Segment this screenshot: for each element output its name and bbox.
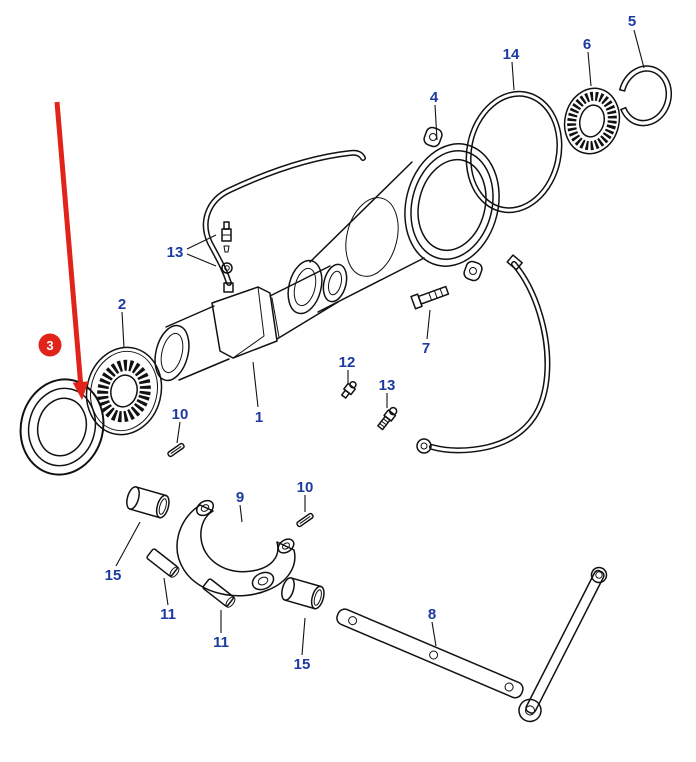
part-10-pin-right bbox=[296, 512, 314, 528]
part-11-pin-left bbox=[146, 548, 180, 578]
hydraulic-hose-upper bbox=[202, 149, 366, 286]
callout-9[interactable]: 9 bbox=[236, 489, 244, 506]
callout-10-right[interactable]: 10 bbox=[297, 479, 314, 496]
callout-12[interactable]: 12 bbox=[339, 354, 356, 371]
part-15-bushing-left bbox=[126, 486, 170, 519]
hydraulic-hose-lower bbox=[416, 254, 551, 454]
callout-15-right[interactable]: 15 bbox=[294, 656, 311, 673]
callout-11-left[interactable]: 11 bbox=[160, 606, 176, 623]
callout-6[interactable]: 6 bbox=[583, 36, 591, 53]
part-3-seal-ring bbox=[19, 378, 105, 476]
part-8-lever-bar bbox=[336, 566, 608, 723]
part-4-bell-housing bbox=[287, 126, 500, 315]
callout-13-top[interactable]: 13 bbox=[167, 244, 184, 261]
part-11-pin-right bbox=[202, 578, 236, 608]
callout-7[interactable]: 7 bbox=[422, 340, 430, 357]
callout-11-right[interactable]: 11 bbox=[213, 634, 229, 651]
callout-10-left[interactable]: 10 bbox=[172, 406, 189, 423]
highlight-arrow bbox=[54, 101, 89, 400]
part-7-bolt bbox=[410, 285, 450, 310]
callout-14[interactable]: 14 bbox=[503, 46, 520, 63]
callout-15-left[interactable]: 15 bbox=[105, 567, 122, 584]
part-10-pin-left bbox=[167, 442, 185, 458]
part-15-bushing-right bbox=[281, 577, 325, 610]
callout-2[interactable]: 2 bbox=[118, 296, 126, 313]
callout-1[interactable]: 1 bbox=[255, 409, 263, 426]
callout-13-mid[interactable]: 13 bbox=[379, 377, 396, 394]
callouts: 5 6 14 4 13 2 3 7 12 13 10 1 10 9 15 11 … bbox=[38, 13, 636, 673]
callout-4[interactable]: 4 bbox=[430, 89, 439, 106]
callout-3[interactable]: 3 bbox=[46, 338, 53, 353]
callout-5[interactable]: 5 bbox=[628, 13, 636, 30]
leader-lines bbox=[115, 29, 645, 656]
callout-8[interactable]: 8 bbox=[428, 606, 436, 623]
callout-3-badge[interactable] bbox=[38, 333, 62, 357]
part-1-carrier-housing bbox=[154, 263, 348, 382]
part-13-bleeder-valve bbox=[221, 221, 233, 274]
part-9-shift-fork bbox=[176, 499, 296, 597]
part-5-snap-ring bbox=[619, 65, 673, 127]
part-14-oring bbox=[465, 90, 563, 214]
part-12-fitting bbox=[340, 380, 357, 399]
part-6-bearing bbox=[563, 87, 621, 155]
part-13-grease-fitting bbox=[377, 406, 398, 431]
